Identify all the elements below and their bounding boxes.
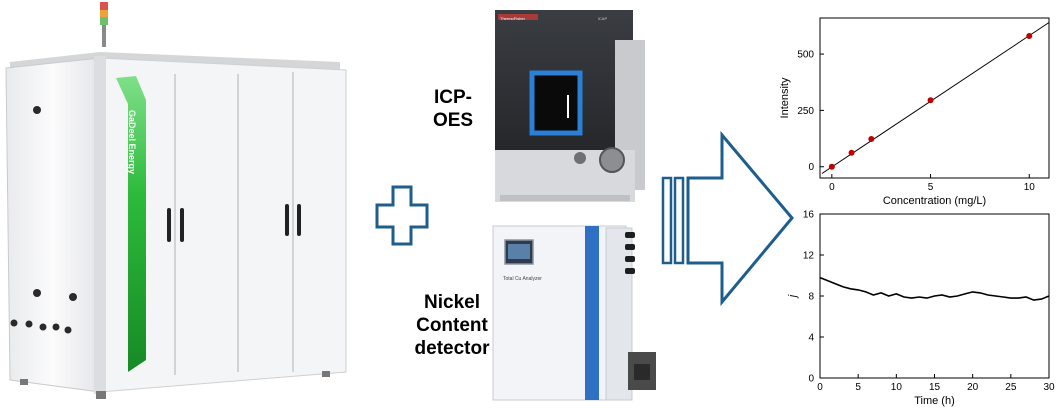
signal-light-tower xyxy=(100,2,108,47)
y-tick-label: 250 xyxy=(797,106,814,117)
y-tick-label: 4 xyxy=(808,333,814,344)
door-handle-left xyxy=(167,208,184,242)
x-tick-label: 15 xyxy=(929,382,941,393)
x-tick-label: 25 xyxy=(1005,382,1017,393)
y-tick-label: 16 xyxy=(803,210,815,221)
nickel-label-line3: detector xyxy=(414,338,490,359)
x-tick-label: 20 xyxy=(967,382,979,393)
x-axis-label: Time (h) xyxy=(914,395,955,407)
x-axis-label: Concentration (mg/L) xyxy=(883,195,986,207)
flow-arrow xyxy=(661,130,794,307)
y-tick-label: 12 xyxy=(803,251,815,262)
brand-logo-text: GaDeel Energy xyxy=(127,110,137,174)
icp-sample-window xyxy=(529,70,583,136)
x-tick-label: 0 xyxy=(817,382,823,393)
calibration-point xyxy=(927,97,934,104)
x-tick-label: 10 xyxy=(1024,182,1036,193)
plus-icon xyxy=(375,185,429,246)
icp-oes-label: ICP-OES xyxy=(432,87,474,131)
brand-stripe xyxy=(116,76,146,372)
calibration-point xyxy=(848,149,855,156)
cabinet-feet xyxy=(20,371,330,399)
series-line xyxy=(819,276,1050,301)
icp-model-text: iCAP xyxy=(598,16,607,21)
y-axis-label: j xyxy=(787,294,799,299)
y-axis-label: Intensity xyxy=(779,77,791,118)
door-handle-right xyxy=(285,204,301,236)
icp-oes-instrument: ThermoFisher iCAP xyxy=(495,10,645,202)
x-tick-label: 5 xyxy=(855,382,861,393)
x-tick-label: 10 xyxy=(891,382,903,393)
cabinet-ports xyxy=(10,106,77,334)
x-tick-label: 30 xyxy=(1043,382,1055,393)
nickel-detector-label: Nickel Content detector xyxy=(410,291,494,360)
y-tick-label: 8 xyxy=(808,292,814,303)
icp-logo-text: ThermoFisher xyxy=(500,16,526,21)
nickel-label-line1: Nickel xyxy=(424,292,480,313)
x-tick-label: 5 xyxy=(928,182,934,193)
fit-line xyxy=(821,22,1050,174)
y-tick-label: 0 xyxy=(808,162,814,173)
calibration-point xyxy=(1026,33,1033,40)
y-tick-label: 500 xyxy=(797,50,814,61)
analyzer-label: Total Cu Analyzer xyxy=(503,276,542,282)
calibration-point xyxy=(868,136,875,143)
plot-frame xyxy=(819,17,1050,179)
x-tick-label: 0 xyxy=(829,182,835,193)
nickel-label-line2: Content xyxy=(416,315,488,336)
equipment-cabinet: GaDeel Energy xyxy=(5,2,347,399)
y-tick-label: 0 xyxy=(808,374,814,385)
calibration-point xyxy=(828,163,835,170)
nickel-analyzer: Total Cu Analyzer xyxy=(492,225,656,401)
